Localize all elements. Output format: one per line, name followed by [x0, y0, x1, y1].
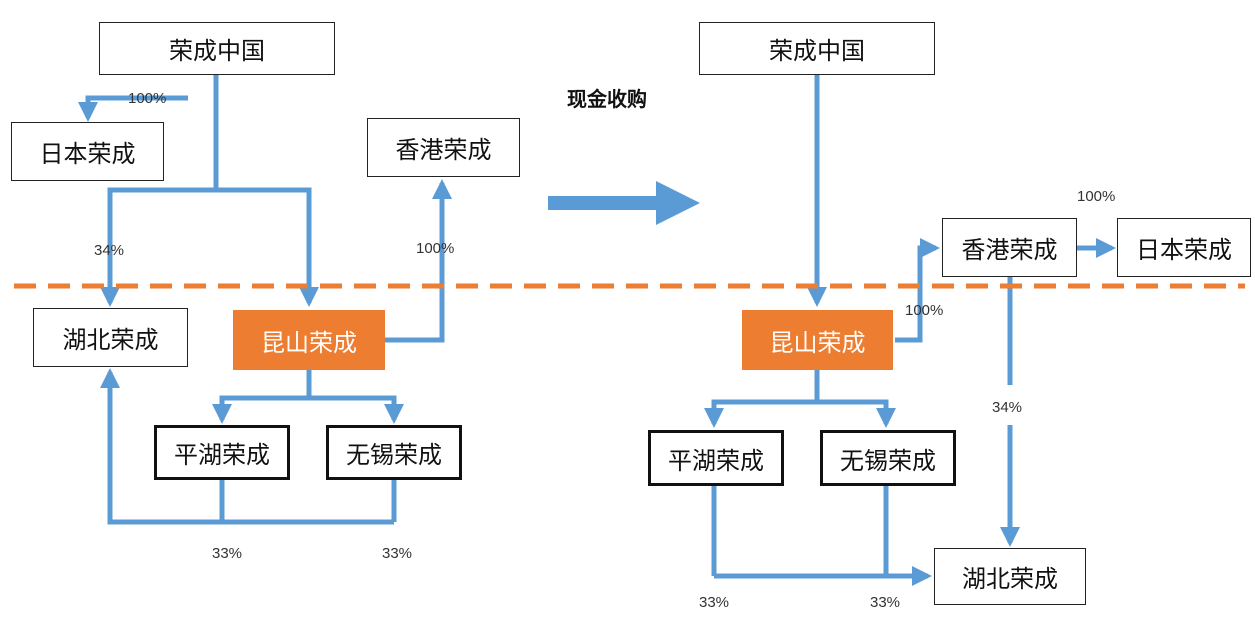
box-pinghu-rongcheng-after: 平湖荣成 [648, 430, 784, 486]
box-japan-rongcheng-before: 日本荣成 [11, 122, 164, 181]
pct-pinghu-hubei-after: 33% [699, 594, 730, 611]
arrow-kunshan-pinghu-r [704, 399, 817, 428]
box-kunshan-rongcheng-after: 昆山荣成 [742, 310, 893, 370]
box-wuxi-rongcheng-before: 无锡荣成 [326, 425, 462, 480]
arrow-sub-hubei [100, 368, 394, 525]
box-hubei-rongcheng-after: 湖北荣成 [934, 548, 1086, 605]
box-hubei-rongcheng-before: 湖北荣成 [33, 308, 188, 367]
arrow-kunshan-hk [385, 179, 452, 343]
arrow-kunshan-wuxi [309, 395, 404, 424]
pct-pinghu-hubei-before: 33% [212, 545, 243, 562]
box-rongcheng-china-after: 荣成中国 [699, 22, 935, 75]
pct-kunshan-hk-after: 100% [905, 302, 944, 319]
pct-china-hubei-before: 34% [94, 242, 125, 259]
box-pinghu-rongcheng-before: 平湖荣成 [154, 425, 290, 480]
pct-hk-japan-after: 100% [1077, 188, 1116, 205]
pct-hk-hubei-after: 34% [992, 399, 1023, 416]
arrow-kunshan-wuxi-r [817, 399, 896, 428]
transition-arrow [548, 181, 700, 225]
pct-wuxi-hubei-after: 33% [870, 594, 901, 611]
title-cash-acquisition: 现金收购 [567, 87, 647, 111]
box-hk-rongcheng-before: 香港荣成 [367, 118, 520, 177]
arrow-china-kunshan [216, 187, 319, 307]
pct-china-japan-before: 100% [128, 90, 167, 107]
box-kunshan-rongcheng-before: 昆山荣成 [233, 310, 385, 370]
arrow-china-japan [78, 95, 188, 122]
pct-wuxi-hubei-before: 33% [382, 545, 413, 562]
arrow-china-hubei [100, 187, 216, 307]
box-japan-rongcheng-after: 日本荣成 [1117, 218, 1251, 277]
arrow-kunshan-pinghu [212, 395, 309, 424]
arrow-kunshan-hk-r [895, 238, 940, 343]
pct-kunshan-hk-before: 100% [416, 240, 455, 257]
box-rongcheng-china-before: 荣成中国 [99, 22, 335, 75]
box-hk-rongcheng-after: 香港荣成 [942, 218, 1077, 277]
box-wuxi-rongcheng-after: 无锡荣成 [820, 430, 956, 486]
